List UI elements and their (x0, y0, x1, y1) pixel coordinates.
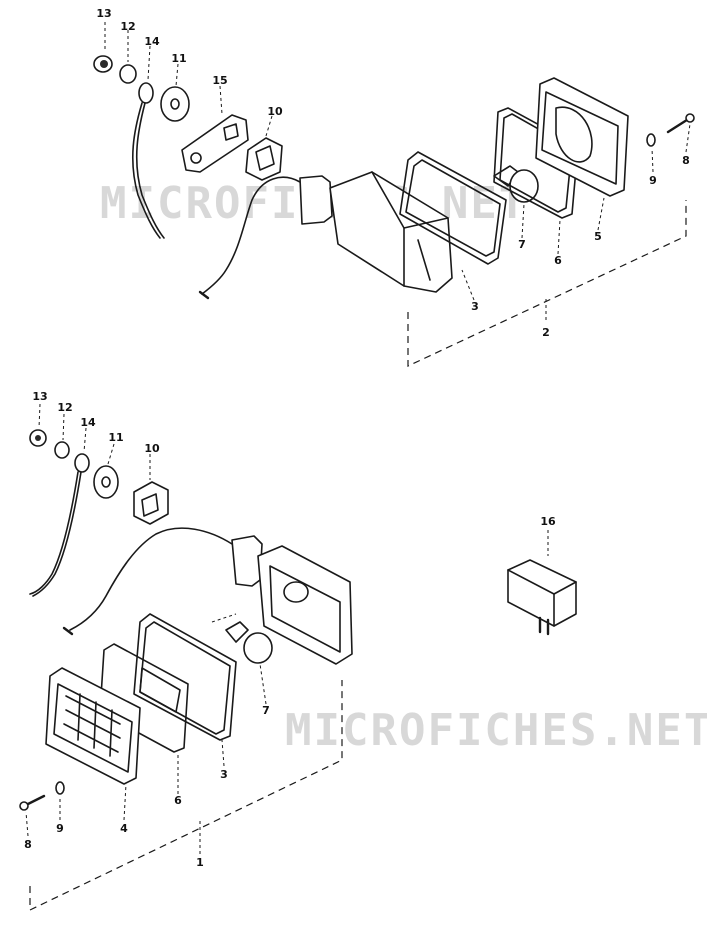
washer-11-lower (93, 465, 119, 499)
label-15: 15 (212, 74, 227, 87)
connector-lower (62, 626, 74, 636)
ground-wire-14-upper (131, 82, 165, 239)
grommet-10-lower (133, 481, 169, 525)
label-11-upper: 11 (171, 52, 186, 65)
housing-upper (299, 171, 453, 293)
lower-turn-signal-assembly (19, 429, 353, 911)
flasher-relay-16: 16 (507, 515, 577, 636)
lens-5 (535, 77, 629, 197)
label-14-upper: 14 (144, 35, 160, 48)
assembly-bracket-1 (29, 680, 343, 911)
ground-wire-14-lower (29, 453, 90, 597)
connector-upper (198, 290, 210, 300)
label-1: 1 (196, 856, 204, 869)
label-10-lower: 10 (144, 442, 160, 455)
label-14-lower: 14 (80, 416, 96, 429)
wire-upper (201, 176, 301, 295)
label-7-lower: 7 (262, 704, 270, 717)
watermark-lower: MICROFICHES.NET (285, 705, 707, 756)
washer-9-lower (55, 781, 65, 795)
bulb-7-lower (225, 621, 273, 664)
screw-8-lower (19, 794, 46, 811)
nut-13-lower (29, 429, 47, 447)
wire-lower (69, 527, 233, 631)
upper-labels: 13 12 14 11 15 10 3 7 6 5 9 8 2 (96, 7, 689, 339)
label-16: 16 (540, 515, 556, 528)
housing-lower (231, 535, 353, 665)
washer-9-upper (646, 133, 656, 147)
screw-8-upper (666, 113, 695, 134)
assembly-bracket-2 (407, 200, 687, 367)
washer-12-upper (119, 64, 137, 84)
label-8-lower: 8 (24, 838, 32, 851)
lower-labels: 13 12 14 11 10 7 3 6 4 9 8 1 (24, 390, 270, 869)
label-4: 4 (120, 822, 128, 835)
label-9-upper: 9 (649, 174, 657, 187)
bracket-15 (181, 114, 249, 173)
label-12-lower: 12 (57, 401, 72, 414)
gasket-3-upper (399, 151, 507, 265)
label-12-upper: 12 (120, 20, 135, 33)
label-5: 5 (594, 230, 602, 243)
gasket-3-lower (133, 613, 237, 741)
gasket-6-upper (493, 107, 579, 219)
label-11-lower: 11 (108, 431, 123, 444)
label-13-upper: 13 (96, 7, 111, 20)
label-13-lower: 13 (32, 390, 47, 403)
washer-12-lower (54, 441, 70, 459)
lens-4 (45, 667, 141, 785)
label-6-lower: 6 (174, 794, 182, 807)
label-3-lower: 3 (220, 768, 228, 781)
label-7-upper: 7 (518, 238, 526, 251)
label-2: 2 (542, 326, 550, 339)
label-8-upper: 8 (682, 154, 690, 167)
label-10-upper: 10 (267, 105, 283, 118)
washer-11-upper (160, 86, 190, 122)
nut-13-upper (93, 55, 113, 73)
upper-turn-signal-assembly (93, 55, 695, 367)
grommet-10-upper (245, 137, 283, 181)
label-9-lower: 9 (56, 822, 64, 835)
label-6-upper: 6 (554, 254, 562, 267)
label-3-upper: 3 (471, 300, 479, 313)
